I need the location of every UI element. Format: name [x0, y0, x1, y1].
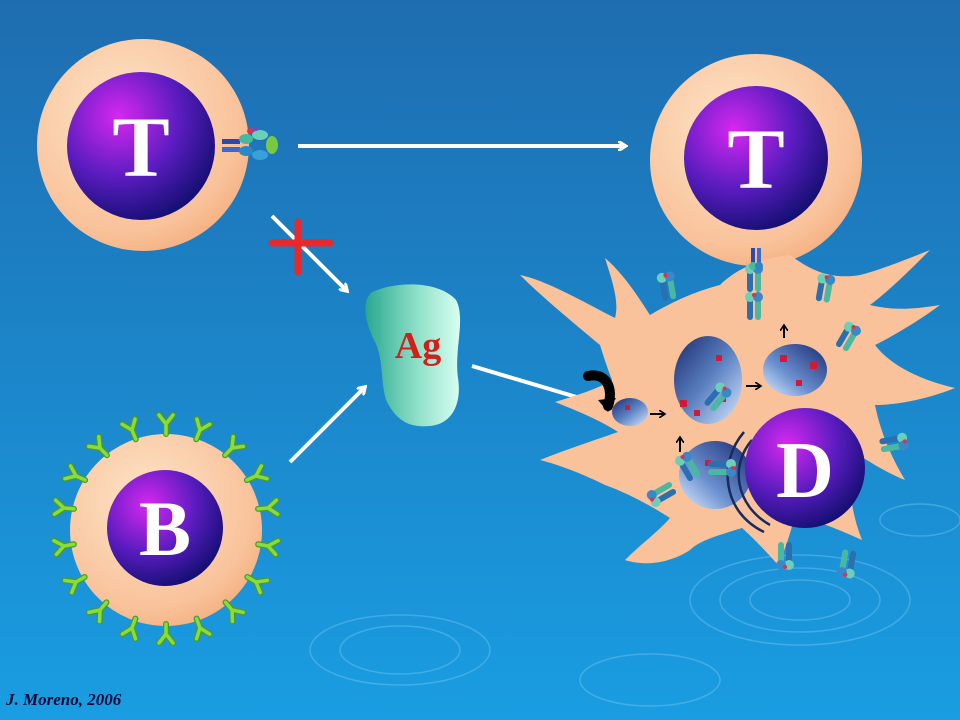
- ripple-decoration: [309, 503, 960, 707]
- t-cell-left: T: [37, 39, 278, 251]
- t-cell-left-label: T: [112, 99, 169, 195]
- arrow-t-to-antigen-blocked: [270, 214, 346, 290]
- t-cell-right-nucleus: [684, 86, 828, 230]
- early-endosome: [612, 398, 648, 426]
- pathway-arrows: [650, 326, 784, 452]
- t-cell-left-nucleus: [67, 72, 215, 220]
- mhc-loading-compartment: [763, 344, 827, 396]
- t-cell-right: T: [650, 54, 862, 266]
- endocytosis-arrow-head: [598, 398, 616, 412]
- t-cell-right-label: T: [727, 111, 784, 207]
- arrow-b-to-antigen: [288, 388, 364, 464]
- blocked-mark: [268, 218, 334, 276]
- dendritic-cell-label: D: [776, 427, 834, 515]
- antigen-shape: [365, 284, 461, 427]
- dendritic-cell-nucleus: [745, 408, 865, 528]
- b-cell-label: B: [139, 485, 191, 572]
- author-credit: J. Moreno, 2006: [6, 690, 122, 709]
- antigen-label: Ag: [395, 325, 441, 367]
- tcr-mhc-synapse-icon: [749, 248, 763, 270]
- late-endosome: [674, 336, 742, 424]
- t-cell-receptor-icon: [222, 127, 278, 160]
- b-cell-nucleus: [107, 470, 223, 586]
- antigen: Ag: [365, 284, 461, 427]
- dendritic-cell: D: [520, 248, 955, 580]
- b-cell: B: [54, 415, 278, 643]
